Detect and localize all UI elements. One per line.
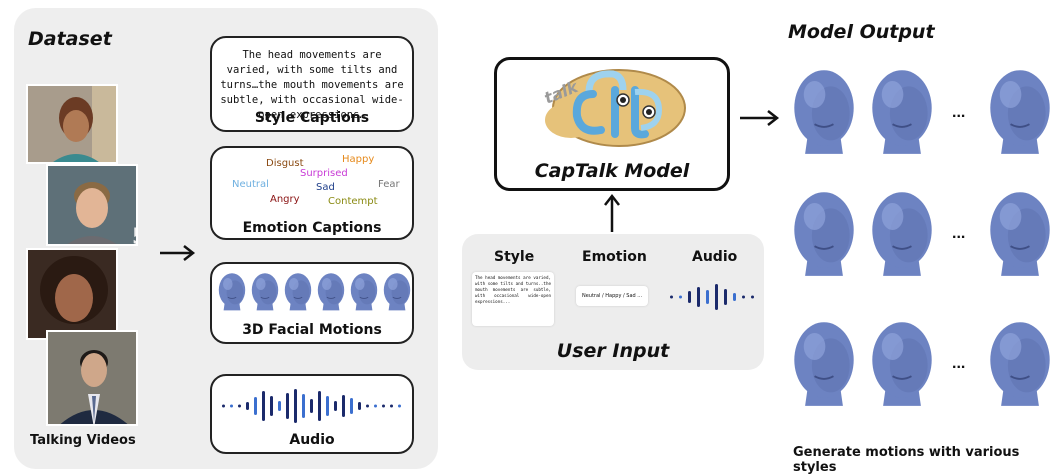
output-head-r2-c3 xyxy=(990,192,1050,276)
waveform-bar xyxy=(670,295,673,299)
waveform-bar xyxy=(742,295,745,299)
facial-motion-head xyxy=(317,273,345,311)
style-header: Style xyxy=(494,249,535,265)
output-head-r3-c2 xyxy=(872,322,932,406)
style-caption-text: The head movements are varied, with some… xyxy=(220,49,404,121)
waveform-bar xyxy=(697,287,700,307)
user-input-title: User Input xyxy=(556,340,670,362)
waveform-bar xyxy=(246,402,249,410)
waveform-bar xyxy=(230,404,233,408)
facial-motion-heads xyxy=(218,273,411,311)
output-heads-grid xyxy=(794,70,1050,406)
facial-motion-head xyxy=(284,273,312,311)
emotion-header: Emotion xyxy=(582,249,647,265)
waveform-bar xyxy=(358,402,361,410)
waveform-bar xyxy=(326,396,329,416)
model-output-title: Model Output xyxy=(788,21,935,43)
output-head-r2-c1 xyxy=(794,192,854,276)
captalk-model-box: talk CapTalk Model xyxy=(494,57,730,191)
waveform-bar xyxy=(342,395,345,417)
arrow-right-icon xyxy=(160,245,196,261)
arrow-up-icon xyxy=(604,193,620,232)
video-thumbnail-2: 5 xyxy=(46,164,138,246)
row-1-ellipsis: ... xyxy=(952,104,966,121)
emotion-word-surprised: Surprised xyxy=(300,168,348,179)
facial-motions-label: 3D Facial Motions xyxy=(242,322,382,338)
facial-motion-head xyxy=(218,273,246,311)
output-head-r1-c3 xyxy=(990,70,1050,154)
style-input-text: The head movements are varied, with some… xyxy=(475,275,551,304)
style-input-card: The head movements are varied, with some… xyxy=(472,272,554,326)
output-head-r3-c3 xyxy=(990,322,1050,406)
emotion-word-contempt: Contempt xyxy=(328,196,378,207)
captalk-logo-icon: talk xyxy=(541,69,686,147)
arrow-right-icon xyxy=(740,110,780,126)
waveform-bar xyxy=(318,391,321,421)
waveform-bar xyxy=(390,404,393,408)
output-head-r2-c2 xyxy=(872,192,932,276)
emotion-word-disgust: Disgust xyxy=(266,158,304,169)
emotion-captions-card: Disgust Happy Surprised Neutral Sad Fear… xyxy=(210,146,414,240)
emotion-word-angry: Angry xyxy=(270,194,300,205)
video-thumbnail-1 xyxy=(26,84,118,164)
waveform-bar xyxy=(398,404,401,408)
waveform-bar xyxy=(751,295,754,299)
waveform-bar xyxy=(350,398,353,414)
output-head-r3-c1 xyxy=(794,322,854,406)
waveform-bar xyxy=(270,396,273,416)
waveform-bar xyxy=(706,290,709,304)
waveform-bar xyxy=(679,295,682,299)
output-head-r1-c1 xyxy=(794,70,854,154)
waveform-bar xyxy=(262,391,265,421)
facial-motion-head xyxy=(251,273,279,311)
waveform-bar xyxy=(238,404,241,408)
waveform-bar xyxy=(733,293,736,301)
dataset-title: Dataset xyxy=(28,28,112,50)
waveform-bar xyxy=(222,404,225,408)
audio-card: Audio xyxy=(210,374,414,454)
style-captions-card: The head movements are varied, with some… xyxy=(210,36,414,132)
waveform-bar xyxy=(366,404,369,408)
emotion-word-happy: Happy xyxy=(342,154,375,165)
user-input-panel: Style Emotion Audio The head movements a… xyxy=(462,234,764,370)
audio-input-waveform-icon xyxy=(670,284,754,310)
waveform-bar xyxy=(286,393,289,419)
facial-motions-card: 3D Facial Motions xyxy=(210,262,414,344)
emotion-word-sad: Sad xyxy=(316,182,335,193)
waveform-bar xyxy=(310,399,313,413)
waveform-bar xyxy=(278,401,281,411)
waveform-bar xyxy=(254,397,257,415)
emotion-word-fear: Fear xyxy=(378,179,400,190)
svg-text:5: 5 xyxy=(132,225,138,246)
audio-header: Audio xyxy=(692,249,738,265)
output-head-r1-c2 xyxy=(872,70,932,154)
emotion-word-neutral: Neutral xyxy=(232,179,269,190)
waveform-bar xyxy=(374,404,377,408)
style-captions-label: Style Captions xyxy=(254,110,370,126)
emotion-captions-label: Emotion Captions xyxy=(242,220,382,236)
model-name: CapTalk Model xyxy=(534,160,690,182)
waveform-bar xyxy=(294,389,297,423)
waveform-bar xyxy=(724,289,727,305)
row-3-ellipsis: ... xyxy=(952,355,966,372)
waveform-bar xyxy=(382,404,385,408)
output-caption: Generate motions with various styles xyxy=(793,445,1020,475)
emotion-input-card: Neutral / Happy / Sad ... xyxy=(576,286,648,306)
waveform-bar xyxy=(334,401,337,411)
waveform-bar xyxy=(302,394,305,418)
audio-waveform-icon xyxy=(222,389,401,423)
video-thumbnail-4 xyxy=(46,330,138,426)
emotion-input-text: Neutral / Happy / Sad ... xyxy=(581,293,643,299)
talking-videos-label: Talking Videos xyxy=(30,433,136,448)
audio-label: Audio xyxy=(289,432,335,448)
waveform-bar xyxy=(715,284,718,310)
facial-motion-head xyxy=(383,273,411,311)
facial-motion-head xyxy=(350,273,378,311)
waveform-bar xyxy=(688,291,691,303)
row-2-ellipsis: ... xyxy=(952,225,966,242)
video-thumbnail-3 xyxy=(26,248,118,340)
